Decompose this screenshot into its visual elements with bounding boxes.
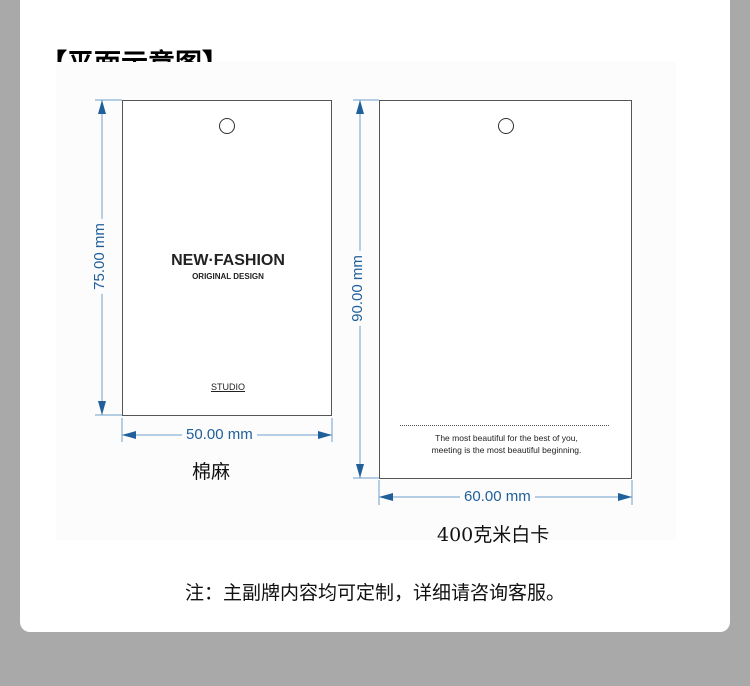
- hole-icon: [498, 118, 514, 134]
- slogan-line-1: The most beautiful for the best of you,: [435, 433, 578, 443]
- sub-tag: The most beautiful for the best of you, …: [379, 100, 632, 479]
- main-tag: NEW·FASHION ORIGINAL DESIGN STUDIO: [122, 100, 332, 416]
- slogan-line-2: meeting is the most beautiful beginning.: [431, 445, 582, 455]
- left-height-label: 75.00 mm: [90, 219, 108, 294]
- hole-icon: [219, 118, 235, 134]
- right-material: 400克米白卡: [437, 524, 550, 546]
- studio-text: STUDIO: [210, 382, 245, 392]
- note-text: 注：主副牌内容均可定制，详细请咨询客服。: [184, 582, 565, 604]
- right-height-label: 90.00 mm: [348, 251, 366, 326]
- left-material: 棉麻: [192, 461, 231, 483]
- brand-text: NEW·FASHION: [171, 252, 285, 269]
- brand-subtitle: ORIGINAL DESIGN: [192, 272, 264, 281]
- dotted-line: [400, 425, 609, 426]
- right-width-label: 60.00 mm: [460, 488, 535, 505]
- left-width-label: 50.00 mm: [182, 426, 257, 443]
